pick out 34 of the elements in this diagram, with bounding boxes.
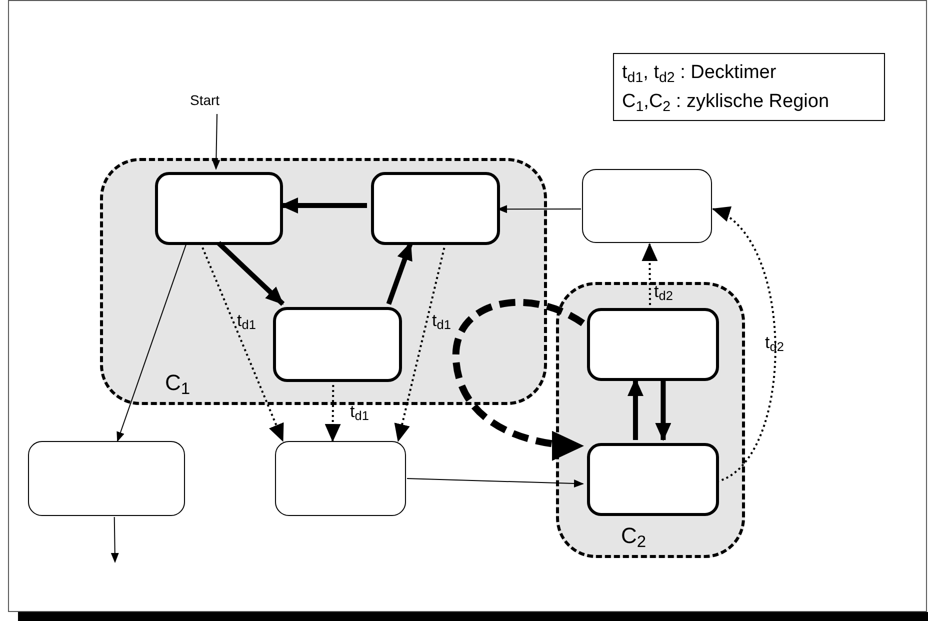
state-box xyxy=(28,441,185,516)
arrow xyxy=(406,478,584,488)
state-box xyxy=(275,441,406,516)
arrow xyxy=(386,242,413,305)
state-box xyxy=(587,443,719,516)
arrow xyxy=(216,241,285,306)
region-label: C$_{2}$ xyxy=(621,525,646,547)
start-label: Start xyxy=(190,93,220,107)
legend-text: t$_{d1}$, t$_{d2}$ : Decktimer xyxy=(622,61,778,87)
arrow xyxy=(452,299,585,460)
cyclic-region xyxy=(556,282,745,558)
arrow xyxy=(627,378,644,440)
arrow xyxy=(116,242,188,442)
arrow xyxy=(642,243,658,305)
region-label: C$_{1}$ xyxy=(165,372,190,394)
edge-label: t$_{d1}$ xyxy=(237,312,256,329)
state-box xyxy=(582,169,712,243)
arrow xyxy=(497,205,582,214)
arrow xyxy=(110,516,119,563)
legend-text: C$_{1}$,C$_{2}$ : zyklische Region xyxy=(622,90,830,116)
arrow xyxy=(212,114,220,170)
edge-label: t$_{d1}$ xyxy=(432,312,451,329)
arrow xyxy=(394,242,446,442)
arrow xyxy=(655,379,672,441)
arrow xyxy=(712,208,776,482)
edge-label: t$_{d1}$ xyxy=(350,403,369,420)
state-box xyxy=(273,307,402,382)
arrow xyxy=(200,242,284,442)
state-box xyxy=(371,172,500,245)
arrow xyxy=(280,198,367,214)
state-box xyxy=(155,172,283,245)
edge-label: t$_{d2}$ xyxy=(654,283,673,300)
cyclic-region xyxy=(100,158,547,405)
state-box xyxy=(587,308,719,381)
